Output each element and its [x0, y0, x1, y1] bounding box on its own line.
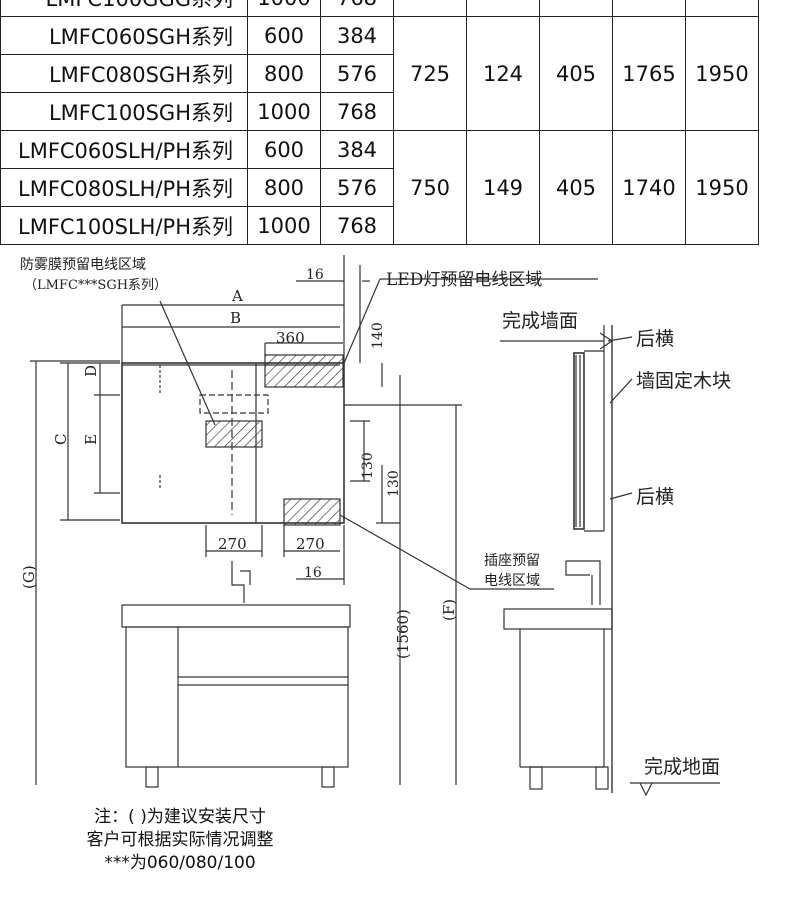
width-cell: 1000	[247, 92, 321, 131]
note-line: 注：( )为建议安装尺寸	[94, 807, 266, 827]
g-value-cell: 1950	[685, 16, 759, 131]
height-cell: 768	[320, 92, 394, 131]
antifog-wire-area	[205, 420, 263, 448]
socket-label-2: 电线区域	[484, 573, 540, 589]
height-cell: 384	[320, 16, 394, 55]
width-cell: 1000	[247, 206, 321, 245]
d-value-cell: 124	[466, 16, 540, 131]
width-cell: 1000	[247, 0, 321, 17]
model-cell: LMFC080SGH系列	[0, 54, 248, 93]
width-cell: 600	[247, 16, 321, 55]
table-row: LMFC100SLH/PH系列 1000 768	[0, 206, 759, 245]
height-cell: 384	[320, 130, 394, 169]
spec-table: LMFC100GGG系列 1000 768 LMFC060SGH系列 600 3…	[0, 0, 759, 245]
f-value-cell: 1765	[612, 16, 686, 131]
dim-130-a-label: 130	[360, 452, 376, 479]
width-cell: 800	[247, 168, 321, 207]
antifog-sublabel: （LMFC***SGH系列）	[24, 278, 167, 293]
dim-a-label: A	[231, 287, 243, 305]
model-cell: LMFC060SGH系列	[0, 16, 248, 55]
dim-1560-label: (1560)	[394, 609, 412, 659]
vanity-body	[125, 626, 349, 768]
height-cell: 768	[320, 0, 394, 17]
model-cell: LMFC100SGH系列	[0, 92, 248, 131]
height-cell: 576	[320, 54, 394, 93]
model-cell: LMFC100SLH/PH系列	[0, 206, 248, 245]
table-row: LMFC060SGH系列 600 384 725 124 405 1765 19…	[0, 16, 759, 131]
socket-label-1: 插座预留	[484, 553, 540, 569]
installation-diagram: 防雾膜预留电线区域 （LMFC***SGH系列） LED灯预留电线区域 A B …	[20, 255, 731, 797]
dim-g-label: (G)	[20, 565, 38, 589]
floor-label: 完成地面	[644, 756, 720, 778]
dim-270-b-label: 270	[296, 535, 325, 553]
dim-e-label: E	[82, 434, 100, 445]
antifog-label: 防雾膜预留电线区域	[20, 257, 146, 273]
dim-d-label: D	[82, 365, 100, 377]
led-label: LED灯预留电线区域	[386, 270, 542, 290]
notes-block: 注：( )为建议安装尺寸 客户可根据实际情况调整 ***为060/080/100	[40, 806, 320, 875]
table-row: LMFC060SLH/PH系列 600 384 750 149 405 1740…	[0, 130, 759, 245]
f-value-cell: 1740	[612, 130, 686, 245]
dim-360-label: 360	[276, 329, 305, 347]
vanity-top	[121, 604, 351, 628]
model-cell: LMFC060SLH/PH系列	[0, 130, 248, 169]
wall-label: 完成墙面	[502, 310, 578, 332]
height-cell: 768	[320, 206, 394, 245]
note-line: 客户可根据实际情况调整	[86, 830, 274, 850]
d-value-cell: 149	[466, 130, 540, 245]
socket-wire-area	[283, 498, 341, 526]
dim-c-label: C	[52, 434, 70, 445]
width-cell: 800	[247, 54, 321, 93]
c-value-cell: 750	[393, 130, 467, 245]
dim-16-bottom-label: 16	[304, 565, 322, 581]
dim-270-a-label: 270	[218, 535, 247, 553]
c-value-cell: 725	[393, 16, 467, 131]
rail-top-label: 后横	[636, 328, 674, 350]
width-cell: 600	[247, 130, 321, 169]
dim-b-label: B	[230, 309, 241, 327]
g-value-cell: 1950	[685, 130, 759, 245]
note-line: ***为060/080/100	[104, 853, 256, 873]
e-value-cell: 405	[539, 130, 613, 245]
e-value-cell: 405	[539, 16, 613, 131]
model-cell: LMFC080SLH/PH系列	[0, 168, 248, 207]
rail-bottom-label: 后横	[636, 486, 674, 508]
dim-f-label: (F)	[440, 599, 458, 621]
mirror-cabinet	[121, 362, 345, 524]
dim-140-label: 140	[370, 322, 386, 349]
dim-130-b-label: 130	[386, 470, 402, 497]
table-row: LMFC080SGH系列 800 576	[0, 54, 759, 93]
table-row: LMFC100GGG系列 1000 768	[0, 0, 759, 17]
model-cell: LMFC100GGG系列	[0, 0, 248, 17]
wood-block-label: 墙固定木块	[636, 370, 731, 392]
dim-16-top-label: 16	[306, 267, 324, 283]
led-wire-area	[264, 354, 344, 388]
height-cell: 576	[320, 168, 394, 207]
